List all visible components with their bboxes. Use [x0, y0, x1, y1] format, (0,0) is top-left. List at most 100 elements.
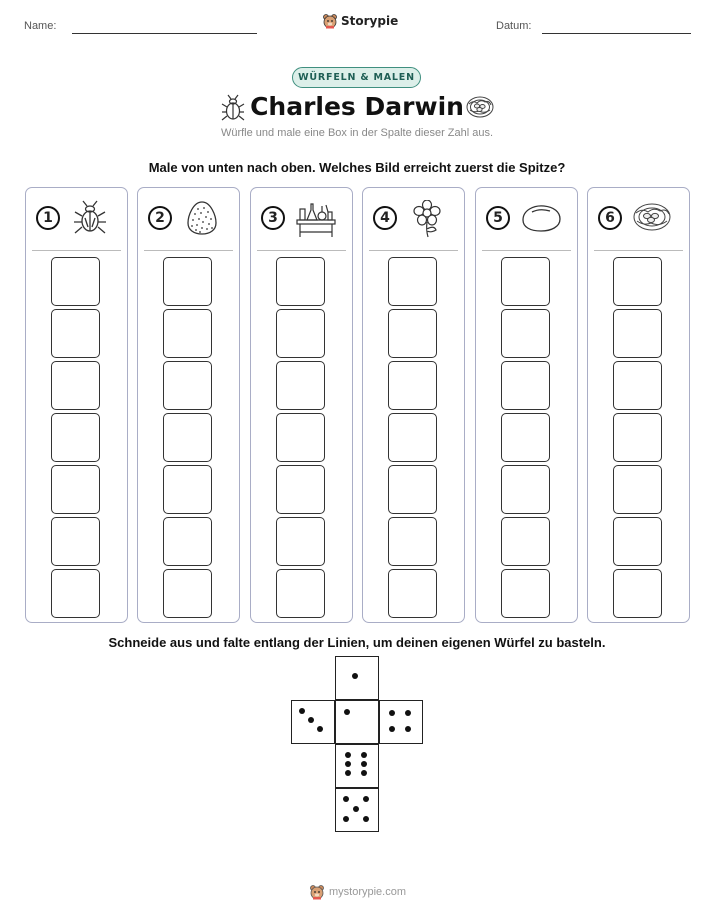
- die-pip: [344, 709, 350, 715]
- stone-icon: [522, 205, 561, 232]
- color-box[interactable]: [501, 257, 550, 306]
- color-box[interactable]: [276, 465, 325, 514]
- column-header: 5: [476, 200, 577, 240]
- color-box[interactable]: [613, 361, 662, 410]
- name-line[interactable]: [72, 33, 257, 34]
- die-pip: [389, 726, 395, 732]
- column-header: 4: [363, 200, 464, 240]
- color-box[interactable]: [276, 361, 325, 410]
- die-pip: [405, 726, 411, 732]
- die-face-3: [291, 700, 335, 744]
- color-box[interactable]: [276, 517, 325, 566]
- column-4: 4: [362, 187, 465, 623]
- bear-icon: [310, 885, 324, 900]
- color-box[interactable]: [501, 569, 550, 618]
- column-header: 6: [588, 200, 689, 240]
- column-number: 1: [36, 206, 60, 230]
- color-box[interactable]: [276, 309, 325, 358]
- nest-icon: [466, 96, 494, 118]
- title-row: Charles Darwin: [0, 92, 714, 124]
- color-box[interactable]: [163, 569, 212, 618]
- cut-instruction: Schneide aus und falte entlang der Linie…: [108, 635, 606, 650]
- column-number: 3: [261, 206, 285, 230]
- column-1: 1: [25, 187, 128, 623]
- subtitle: Würfle und male eine Box in der Spalte d…: [220, 127, 494, 139]
- die-pip: [361, 770, 367, 776]
- die-face-4: [379, 700, 423, 744]
- color-box[interactable]: [276, 413, 325, 462]
- die-face-6: [335, 744, 379, 788]
- coloring-instruction: Male von unten nach oben. Welches Bild e…: [148, 160, 566, 175]
- nest-icon: [633, 203, 671, 231]
- color-box[interactable]: [51, 517, 100, 566]
- color-box[interactable]: [501, 517, 550, 566]
- color-box[interactable]: [501, 465, 550, 514]
- egg-icon: [187, 201, 217, 235]
- color-box[interactable]: [613, 517, 662, 566]
- beetle-icon: [221, 94, 245, 121]
- storypie-logo: Storypie: [322, 13, 398, 29]
- beetle-icon: [74, 200, 106, 234]
- die-face-1: [335, 656, 379, 700]
- color-box[interactable]: [51, 465, 100, 514]
- column-number: 5: [486, 206, 510, 230]
- color-box[interactable]: [163, 309, 212, 358]
- die-face-1: [335, 700, 379, 744]
- color-box[interactable]: [388, 517, 437, 566]
- die-pip: [363, 816, 369, 822]
- color-box[interactable]: [388, 413, 437, 462]
- flower-icon: [413, 200, 441, 238]
- color-box[interactable]: [613, 257, 662, 306]
- color-box[interactable]: [51, 257, 100, 306]
- color-box[interactable]: [613, 309, 662, 358]
- activity-badge: WÜRFELN & MALEN: [292, 67, 421, 88]
- color-box[interactable]: [388, 361, 437, 410]
- footer: mystorypie.com: [309, 884, 406, 900]
- die-pip: [345, 752, 351, 758]
- die-pip: [389, 710, 395, 716]
- color-box[interactable]: [163, 517, 212, 566]
- die-pip: [345, 761, 351, 767]
- die-pip: [345, 770, 351, 776]
- color-box[interactable]: [276, 257, 325, 306]
- color-box[interactable]: [388, 309, 437, 358]
- color-box[interactable]: [501, 413, 550, 462]
- die-pip: [308, 717, 314, 723]
- color-box[interactable]: [388, 465, 437, 514]
- color-box[interactable]: [501, 361, 550, 410]
- color-box[interactable]: [388, 257, 437, 306]
- color-box[interactable]: [51, 569, 100, 618]
- column-5: 5: [475, 187, 578, 623]
- color-box[interactable]: [51, 361, 100, 410]
- lab-table-icon: [296, 203, 336, 237]
- bear-icon: [323, 14, 337, 29]
- column-header: 2: [138, 200, 239, 240]
- column-number: 6: [598, 206, 622, 230]
- color-box[interactable]: [613, 465, 662, 514]
- die-pip: [343, 796, 349, 802]
- die-pip: [361, 761, 367, 767]
- page-title: Charles Darwin: [250, 92, 464, 121]
- column-header: 1: [26, 200, 127, 240]
- die-pip: [343, 816, 349, 822]
- date-label: Datum:: [496, 20, 532, 32]
- column-3: 3: [250, 187, 353, 623]
- footer-url[interactable]: mystorypie.com: [329, 886, 407, 898]
- color-box[interactable]: [163, 465, 212, 514]
- date-line[interactable]: [542, 33, 691, 34]
- color-box[interactable]: [388, 569, 437, 618]
- color-box[interactable]: [51, 413, 100, 462]
- column-number: 2: [148, 206, 172, 230]
- color-box[interactable]: [613, 569, 662, 618]
- die-pip: [299, 708, 305, 714]
- die-pip: [352, 673, 358, 679]
- color-box[interactable]: [163, 413, 212, 462]
- color-box[interactable]: [613, 413, 662, 462]
- color-box[interactable]: [276, 569, 325, 618]
- die-pip: [363, 796, 369, 802]
- color-box[interactable]: [163, 257, 212, 306]
- color-box[interactable]: [163, 361, 212, 410]
- color-box[interactable]: [501, 309, 550, 358]
- column-number: 4: [373, 206, 397, 230]
- color-box[interactable]: [51, 309, 100, 358]
